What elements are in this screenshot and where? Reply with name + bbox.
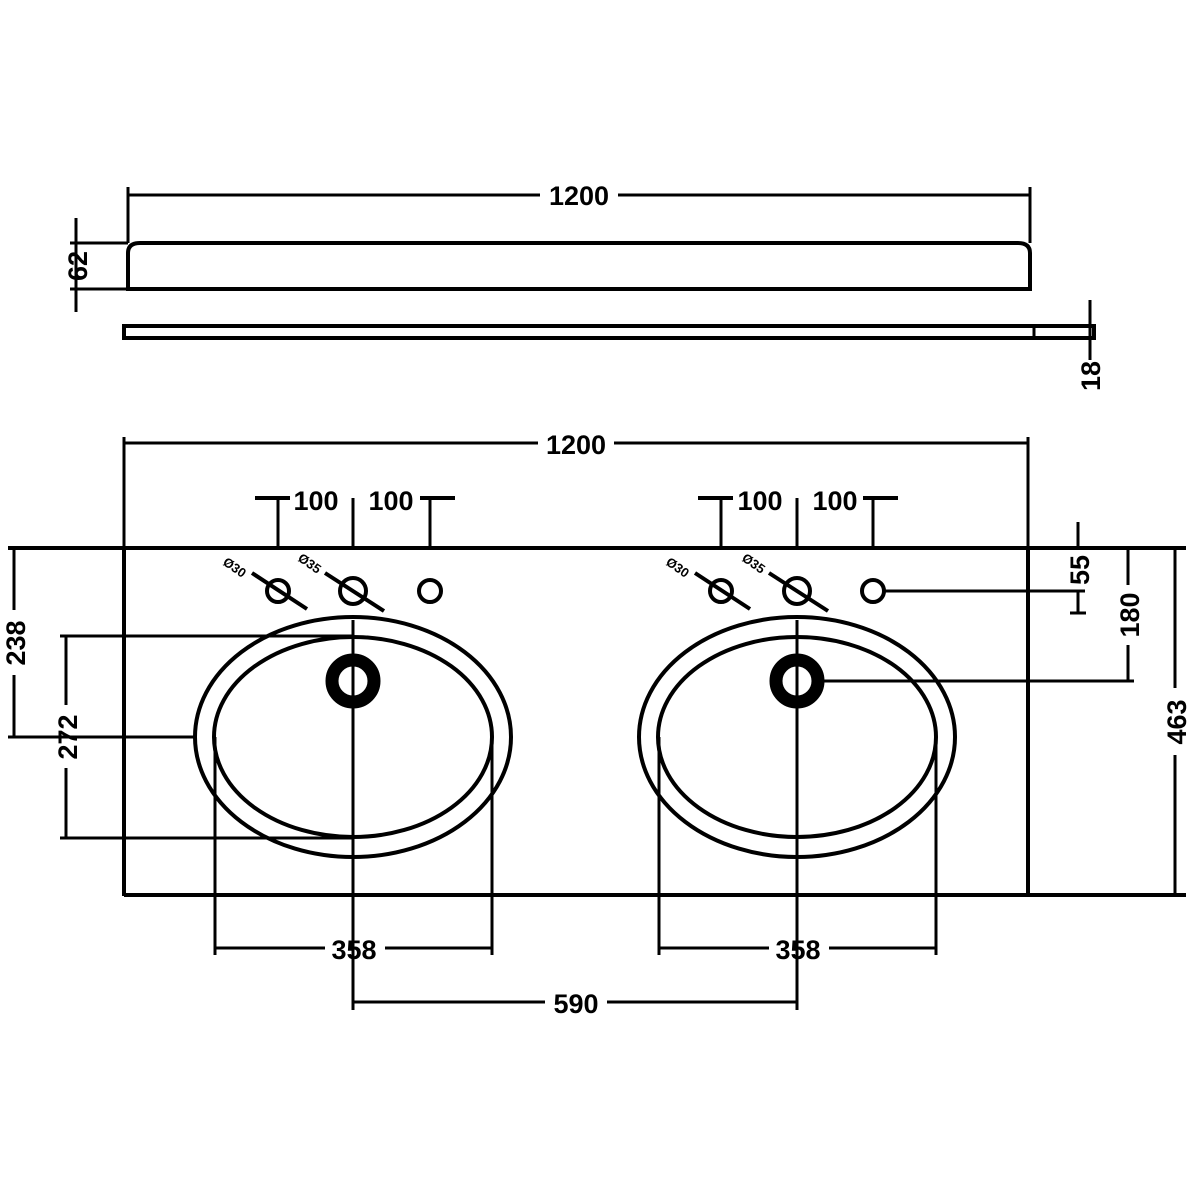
tap-spacing-label: 100 [368,486,413,516]
basin-width-label: 358 [775,935,820,965]
tap-hole [708,578,734,604]
tap-hole [338,576,368,606]
tap-hole [860,578,886,604]
basin-spacing-label: 590 [553,989,598,1019]
waste-offset-label: 180 [1115,592,1145,637]
elevation-width-label: 1200 [549,181,609,211]
front-elevation: 1200 62 [63,181,1032,312]
tap-spacing-label: 100 [737,486,782,516]
plan-depth-label: 463 [1162,699,1192,744]
tap-hole [417,578,443,604]
tap-hole [782,576,812,606]
tap-offset-label: 55 [1065,555,1095,585]
hole-label-30: Ø30 [663,554,692,580]
hole-label-30: Ø30 [220,554,249,580]
basin-left: Ø30 Ø35 100 100 358 [193,486,513,1010]
basin-center-offset-label: 238 [1,620,31,665]
basin-right: Ø30 Ø35 100 100 358 [637,486,957,1010]
tap-hole [265,578,291,604]
slab-side-view: 18 [122,300,1106,391]
basin-depth-label: 272 [53,714,83,759]
hole-label-35: Ø35 [295,550,324,576]
plan-view: 1200 Ø30 Ø35 100 100 358 [1,430,1192,1019]
hole-label-35: Ø35 [739,550,768,576]
tap-spacing-label: 100 [812,486,857,516]
elevation-height-label: 62 [63,251,93,281]
plan-width-label: 1200 [546,430,606,460]
basin-width-label: 358 [331,935,376,965]
slab-thickness-label: 18 [1076,361,1106,391]
tap-spacing-label: 100 [293,486,338,516]
